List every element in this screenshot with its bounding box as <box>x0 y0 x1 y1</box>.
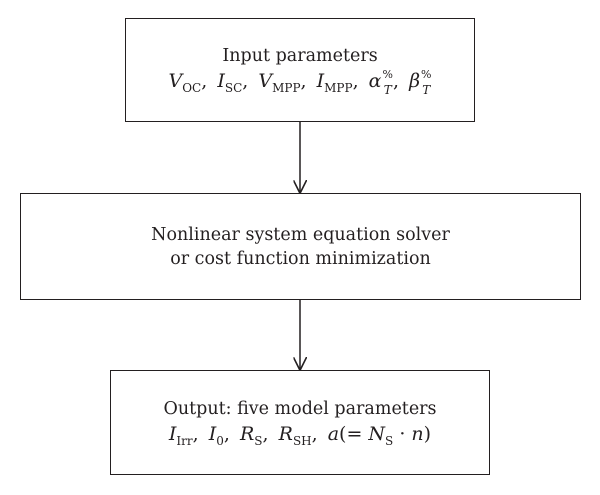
param-beta-t: β%T <box>409 67 432 97</box>
param-alpha-t: α%T <box>368 67 393 97</box>
param-rsh: RSH <box>278 422 312 448</box>
param-vmpp: VMPP <box>258 70 301 95</box>
solver-line-2: or cost function minimization <box>170 248 431 269</box>
input-box-title: Input parameters <box>222 46 378 66</box>
param-isc: ISC <box>217 70 243 95</box>
param-rs: RS <box>239 422 263 448</box>
output-parameters-box: Output: five model parameters IIrr, I0, … <box>110 370 490 475</box>
param-a: a(= NS · n) <box>327 422 432 448</box>
solver-line-1: Nonlinear system equation solver <box>151 224 450 245</box>
solver-box: Nonlinear system equation solver or cost… <box>20 193 581 300</box>
input-parameter-list: VOC, ISC, VMPP, IMPP, α%T, β%T <box>168 67 432 97</box>
output-box-title: Output: five model parameters <box>163 398 437 419</box>
param-i0: I0 <box>208 422 224 448</box>
input-parameters-box: Input parameters VOC, ISC, VMPP, IMPP, α… <box>125 18 475 122</box>
param-voc: VOC <box>168 70 202 95</box>
param-impp: IMPP <box>316 70 353 95</box>
param-iirr: IIrr <box>168 422 193 448</box>
output-parameter-list: IIrr, I0, RS, RSH, a(= NS · n) <box>168 422 432 448</box>
